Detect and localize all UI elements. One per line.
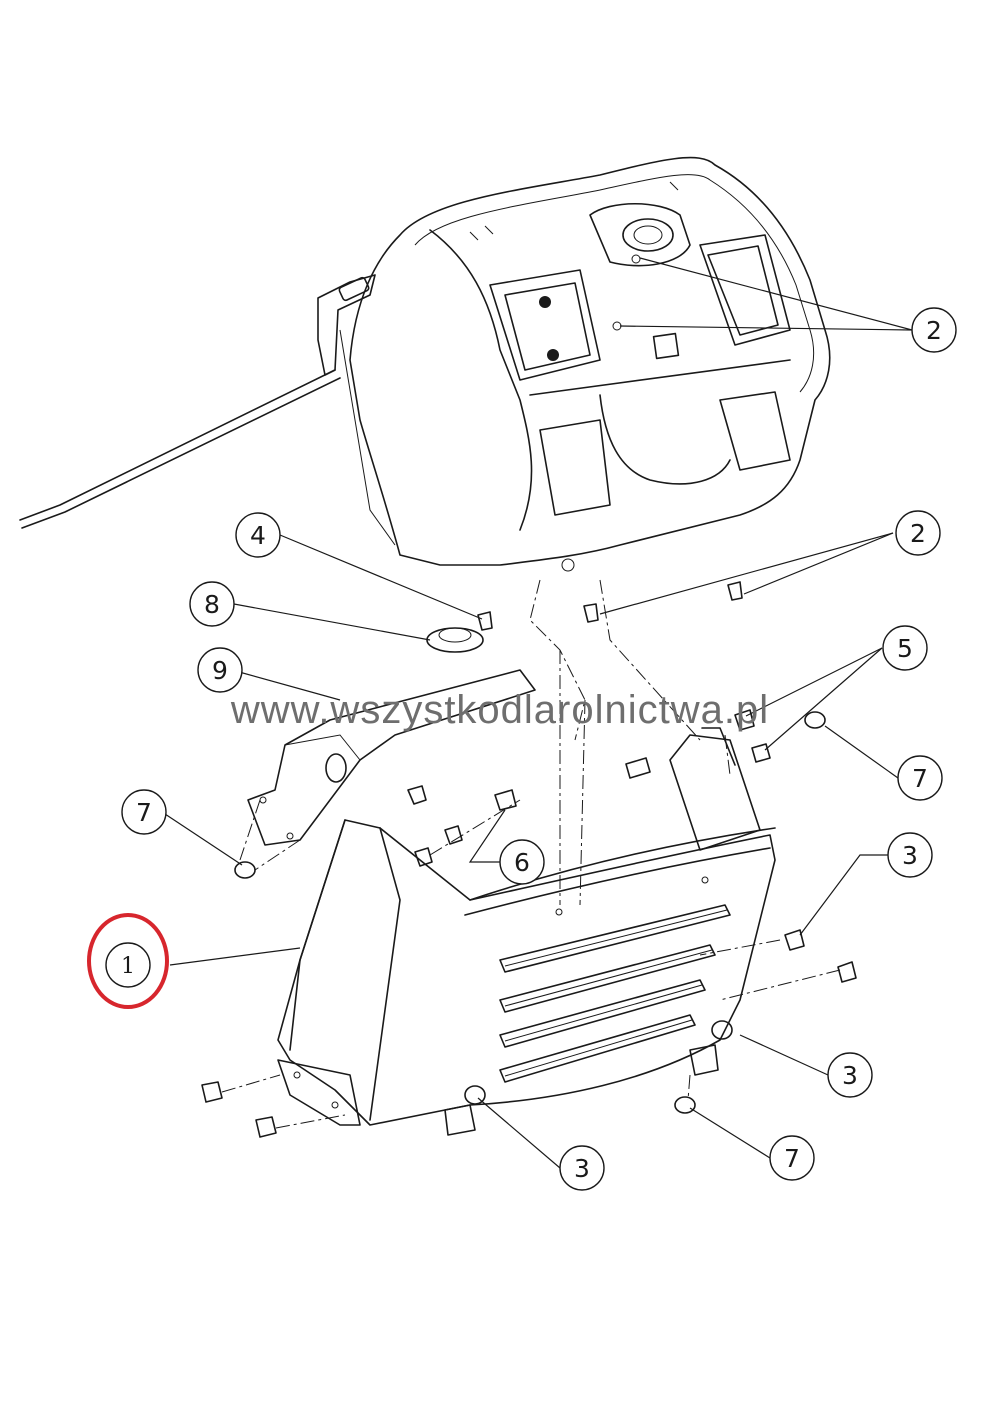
front-grille-panel[interactable] [277,727,776,1136]
callout-label: 6 [514,848,530,877]
callout-label: 8 [204,590,220,619]
callout-label: 2 [926,316,942,345]
callout-3-right-upper[interactable]: 3 [887,832,933,878]
callout-label: 2 [910,519,926,548]
callout-label: 7 [784,1144,800,1173]
callout-label: 3 [902,841,918,870]
dashboard-housing [19,156,831,572]
assembly-lines [221,579,841,1129]
callout-7-bottom[interactable]: 7 [769,1135,815,1181]
highlight-ring [87,913,169,1009]
callout-label: 1 [121,954,135,979]
callout-4[interactable]: 4 [235,512,281,558]
callout-7-left[interactable]: 7 [121,789,167,835]
callout-label: 9 [212,656,228,685]
callout-label: 4 [250,521,266,550]
callout-3-right-lower[interactable]: 3 [827,1052,873,1098]
callout-5[interactable]: 5 [882,625,928,671]
bolt-2-lower [583,581,743,623]
callout-7-right[interactable]: 7 [897,755,943,801]
callout-label: 3 [842,1061,858,1090]
callout-9[interactable]: 9 [197,647,243,693]
leader-lines [161,257,913,1169]
callout-1-highlighted[interactable]: 1 [87,913,169,1009]
grommet-8 [426,627,484,653]
callout-label: 7 [912,764,928,793]
callout-label: 3 [574,1154,590,1183]
callout-8[interactable]: 8 [189,581,235,627]
callout-3-bottom[interactable]: 3 [559,1145,605,1191]
fasteners [201,709,857,1138]
callout-label: 7 [136,798,152,827]
callout-2-lower[interactable]: 2 [895,510,941,556]
callout-2-upper[interactable]: 2 [911,307,957,353]
callout-label: 5 [897,634,913,663]
callout-6[interactable]: 6 [499,839,545,885]
watermark-text: www.wszystkodlarolnictwa.pl [230,688,770,732]
screw-4 [477,611,493,631]
